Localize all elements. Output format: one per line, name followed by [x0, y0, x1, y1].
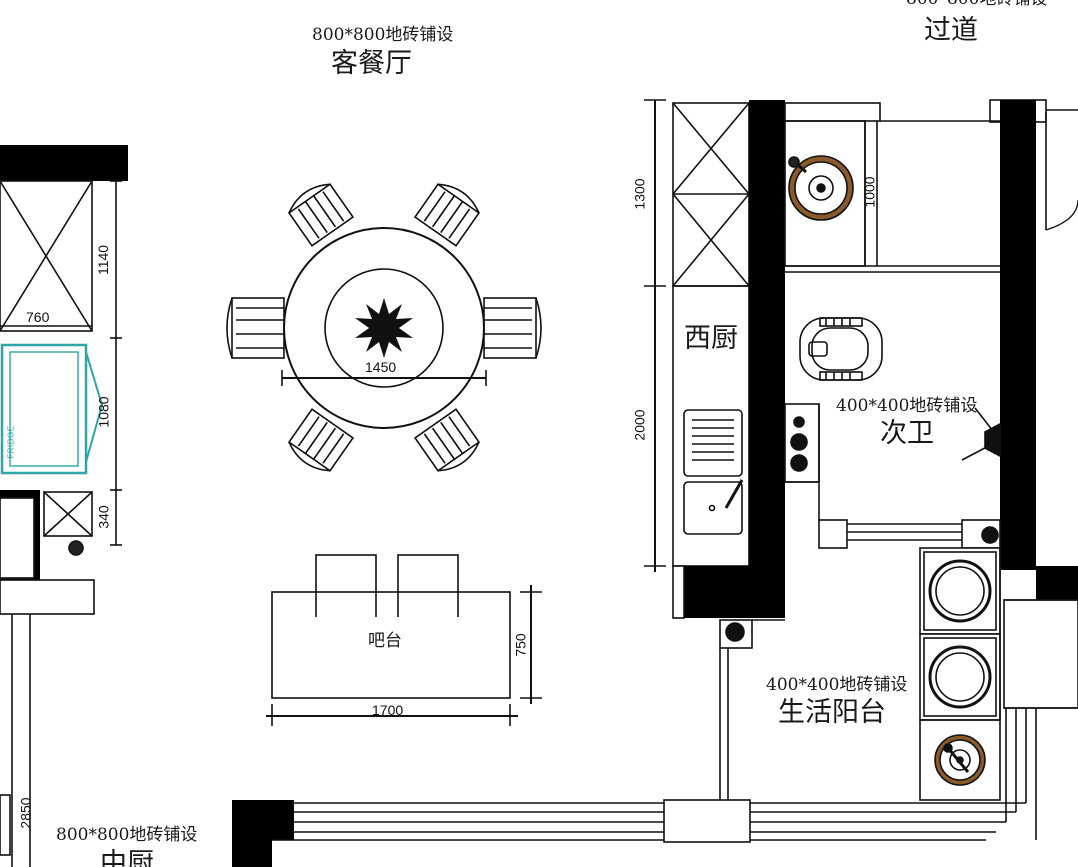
lazy-susan [324, 268, 444, 388]
counter-ledge [0, 579, 95, 615]
floor-drain [719, 619, 753, 649]
dim-2000: 2000 [631, 409, 648, 441]
chinese-kitchen-name: 中厨 [100, 848, 154, 867]
wall [1036, 566, 1078, 602]
shower-head [961, 407, 1001, 461]
dim-760: 760 [26, 309, 50, 325]
corridor-floor-note: 800*800地砖铺设 [906, 0, 1047, 8]
cabinet-box [0, 180, 93, 332]
dining-floor-note: 800*800地砖铺设 [312, 25, 454, 45]
dining-table-set [226, 183, 542, 472]
squat-toilet [799, 317, 883, 381]
left-kitchen-area [0, 145, 128, 867]
chair [483, 297, 542, 359]
chair [226, 297, 285, 359]
wall [1000, 100, 1036, 570]
fridge [0, 343, 88, 475]
chinese-kitchen-floor-note: 800*800地砖铺设 [56, 825, 198, 845]
bar-top [271, 591, 511, 699]
chair [287, 183, 355, 247]
centerpiece [355, 298, 413, 358]
second-bath-name: 次卫 [880, 418, 934, 449]
small-cabinet [43, 491, 93, 537]
dim-1140: 1140 [95, 244, 112, 276]
dim-750: 750 [512, 633, 529, 657]
dim-340: 340 [95, 505, 112, 529]
western-kitchen-name: 西厨 [684, 323, 738, 354]
dim-2850: 2850 [17, 797, 34, 829]
sink [683, 481, 743, 535]
wall [684, 566, 785, 618]
dim-1080: 1080 [95, 396, 112, 428]
dish-rack [683, 409, 743, 477]
chair [287, 408, 355, 472]
bar-counter-label: 吧台 [368, 631, 402, 651]
wall-top-left [0, 145, 128, 181]
washing-machine [919, 547, 1001, 635]
bar-counter [266, 554, 542, 726]
balcony-floor-note: 400*400地砖铺设 [766, 675, 908, 695]
balcony-name: 生活阳台 [778, 697, 886, 728]
corridor-room-name: 过道 [924, 15, 978, 46]
chair [413, 183, 481, 247]
wall [749, 100, 785, 570]
dim-1300: 1300 [631, 178, 648, 210]
floor-drain [68, 540, 84, 556]
dim-1000: 1000 [861, 176, 878, 208]
fridge-label: FRIDGE [6, 425, 16, 459]
dining-room-name: 客餐厅 [331, 48, 412, 79]
second-bath-floor-note: 400*400地砖铺设 [836, 396, 978, 416]
mop-sink [919, 719, 1001, 801]
chair [413, 408, 481, 472]
dim-1450: 1450 [365, 359, 397, 375]
west-kitchen-bath [232, 99, 1078, 867]
dryer [919, 633, 1001, 721]
dim-1700: 1700 [372, 702, 404, 718]
